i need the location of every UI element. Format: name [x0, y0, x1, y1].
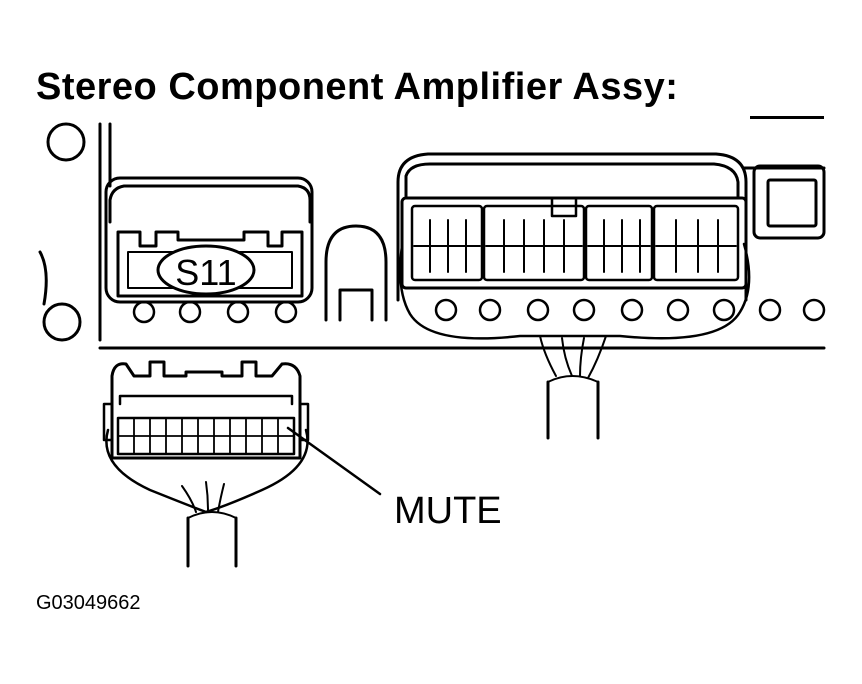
amplifier-body	[38, 122, 826, 350]
small-connector-harness	[181, 481, 238, 568]
mounting-holes-left	[132, 300, 298, 324]
body-arch	[324, 224, 388, 322]
mute-pin-label: MUTE	[394, 490, 502, 532]
mute-leader-line	[286, 426, 382, 496]
side-box-inner	[766, 178, 818, 228]
figure-id: G03049662	[36, 592, 141, 614]
title-blank-line	[750, 116, 824, 119]
diagram-title: Stereo Component Amplifier Assy:	[36, 66, 679, 108]
mounting-holes-right	[434, 298, 826, 322]
s11-connector-label: S11	[175, 252, 236, 293]
large-connector	[396, 152, 751, 340]
screw-hole-top	[46, 122, 86, 162]
s11-label-ellipse	[156, 244, 256, 296]
screw-hole-bottom	[42, 302, 82, 342]
side-box-outer	[752, 164, 826, 240]
s11-connector	[104, 176, 314, 304]
large-connector-harness	[539, 335, 607, 440]
